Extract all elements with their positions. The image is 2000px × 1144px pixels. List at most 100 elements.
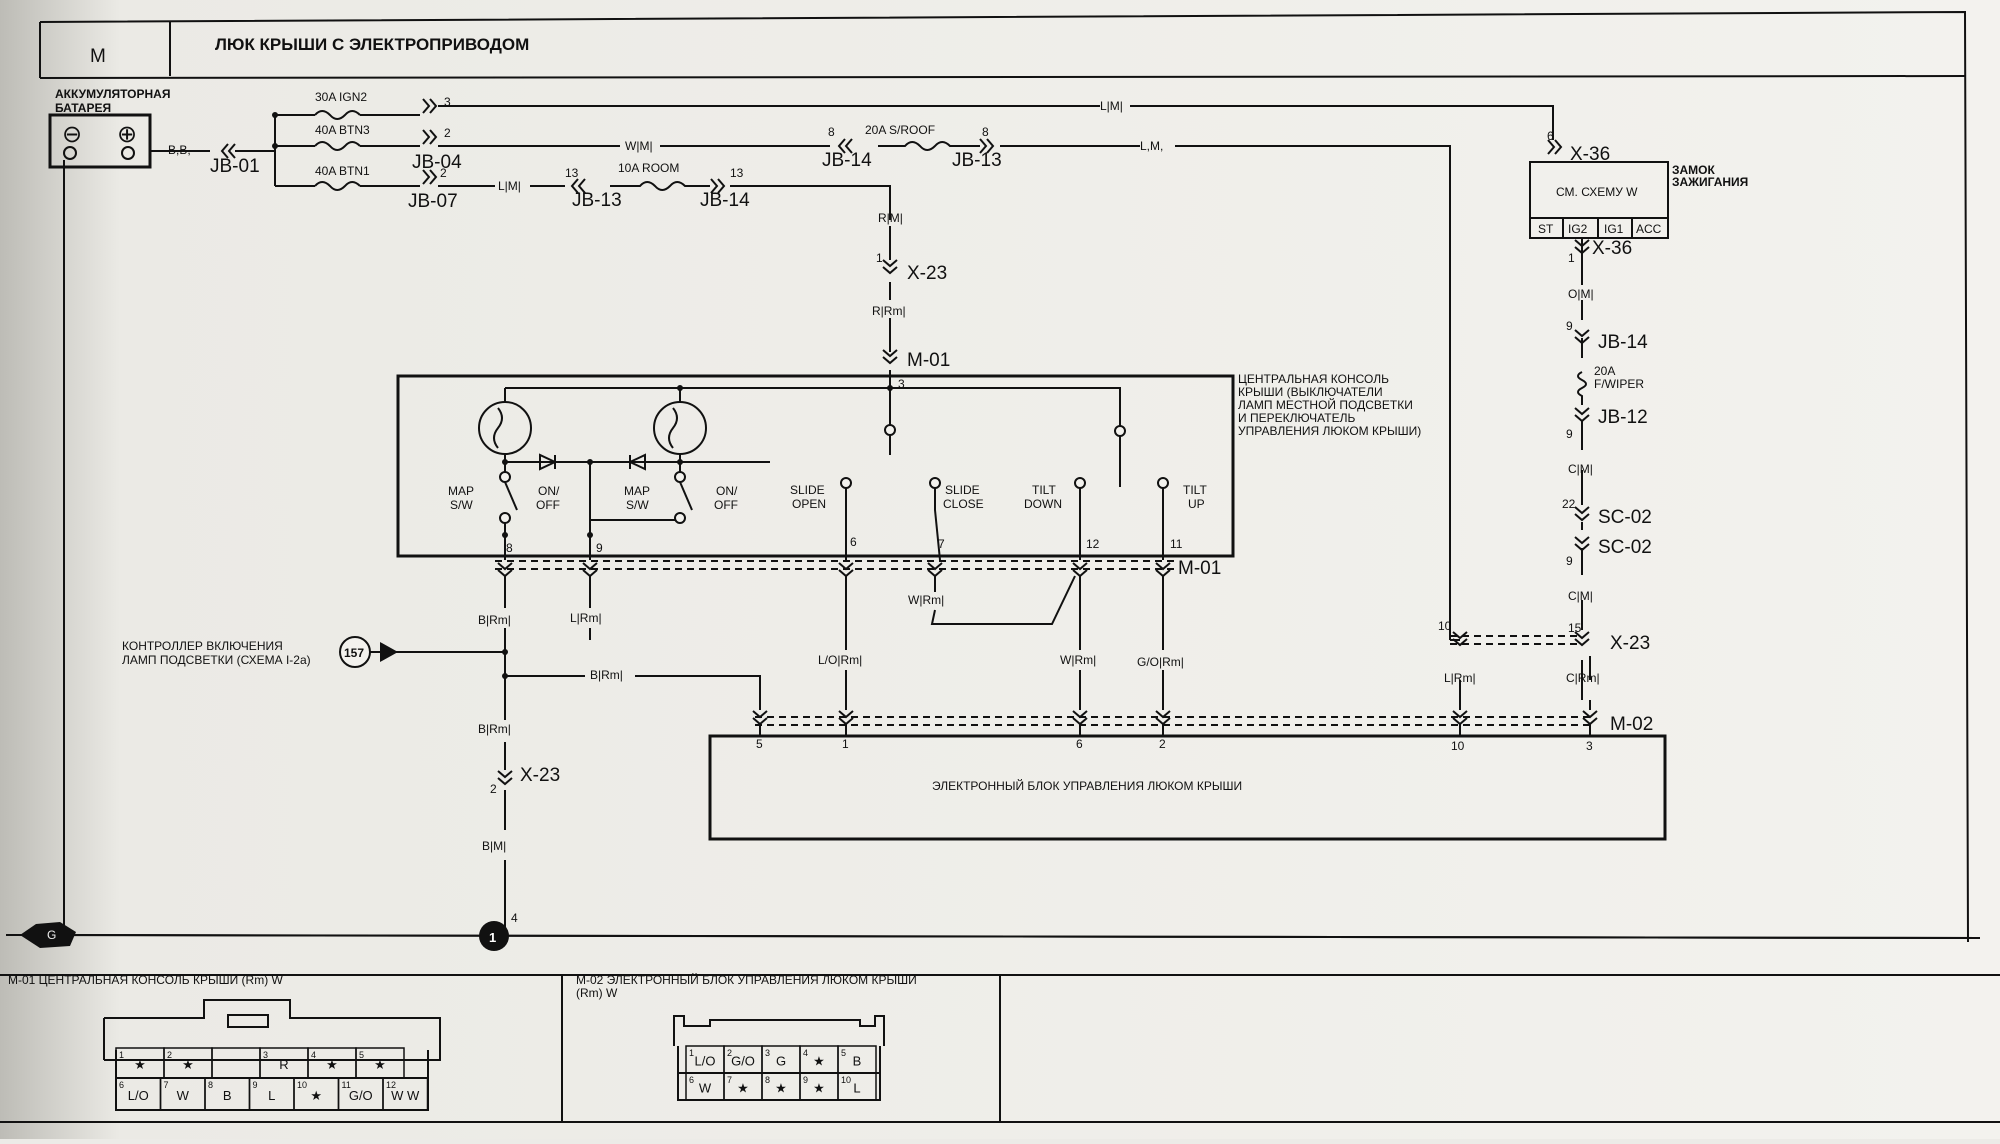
wire-label-bm: B|M| bbox=[482, 839, 506, 853]
m01-bot-pin-color: G/O bbox=[349, 1088, 373, 1103]
m01-bot-pin-color: L bbox=[268, 1088, 275, 1103]
fuse-20a-sroof: 20A S/ROOF bbox=[865, 123, 935, 137]
m02-bot-pin-color: W bbox=[699, 1081, 712, 1096]
m02-bot-pin-color: ★ bbox=[737, 1081, 749, 1096]
svg-text:КРЫШИ (ВЫКЛЮЧАТЕЛИ: КРЫШИ (ВЫКЛЮЧАТЕЛИ bbox=[1238, 385, 1383, 399]
svg-text:OFF: OFF bbox=[714, 498, 738, 512]
m02-bot-pin-color: ★ bbox=[813, 1081, 825, 1096]
switch-on-off-2: ON/ bbox=[716, 484, 738, 498]
wire-label-lm-left: L|M| bbox=[498, 179, 521, 193]
battery-label-2: БАТАРЕЯ bbox=[55, 101, 111, 115]
m02-bot-cell bbox=[837, 1072, 877, 1101]
m01-top-pin-color: ★ bbox=[182, 1057, 194, 1072]
svg-text:1: 1 bbox=[1568, 251, 1575, 265]
battery-symbol bbox=[48, 113, 152, 169]
connector-jb01: JB-01 bbox=[210, 156, 260, 177]
wire-label-rrm: R|Rm| bbox=[872, 304, 906, 318]
m02-top-pin-number: 1 bbox=[689, 1048, 694, 1058]
svg-text:8: 8 bbox=[506, 541, 513, 555]
wire-label-om: O|M| bbox=[1568, 287, 1594, 301]
m02-top-pin-color: G bbox=[776, 1054, 786, 1069]
m01-top-pin-color: R bbox=[279, 1057, 288, 1072]
wire-label-cm-2: C|M| bbox=[1568, 589, 1593, 603]
wire-label-wrm-2: W|Rm| bbox=[1060, 653, 1096, 667]
m01-bot-pin-color: W W bbox=[391, 1088, 420, 1103]
m01-bot-pin-color: ★ bbox=[310, 1088, 322, 1103]
svg-text:1: 1 bbox=[876, 251, 883, 265]
ignition-label: ЗАМОК bbox=[1672, 163, 1716, 177]
connector-jb13: JB-13 bbox=[952, 150, 1002, 171]
m02-top-pin-number: 3 bbox=[765, 1048, 770, 1058]
connector-jb14-right: JB-14 bbox=[1598, 332, 1648, 353]
ground-label-g: G bbox=[47, 928, 56, 942]
m02-top-pin-color: B bbox=[853, 1054, 862, 1069]
m01-top-pin-color: ★ bbox=[326, 1057, 338, 1072]
ground-symbol-icon bbox=[20, 922, 76, 948]
svg-text:S/W: S/W bbox=[626, 498, 649, 512]
switch-tilt-down: TILT bbox=[1032, 483, 1056, 497]
connector-x23: X-23 bbox=[907, 263, 947, 284]
wire-label-lrm-right: L|Rm| bbox=[1444, 671, 1476, 685]
wire-label-lm-top: L|M| bbox=[1100, 99, 1123, 113]
m01-bot-pin-number: 10 bbox=[297, 1080, 307, 1090]
wire-label-lrm: L|Rm| bbox=[570, 611, 602, 625]
connector-x36-bottom: X-36 bbox=[1592, 238, 1632, 259]
m02-bot-pin-number: 6 bbox=[689, 1075, 694, 1085]
term-acc: ACC bbox=[1636, 222, 1662, 236]
connector-jb14-room: JB-14 bbox=[700, 190, 750, 211]
wire-label-brm-2: B|Rm| bbox=[590, 668, 623, 682]
svg-text:9: 9 bbox=[1566, 427, 1573, 441]
svg-text:9: 9 bbox=[596, 541, 603, 555]
m02-top-pin-color: L/O bbox=[695, 1054, 716, 1069]
svg-text:9: 9 bbox=[1566, 319, 1573, 333]
svg-text:6: 6 bbox=[1076, 737, 1083, 751]
svg-text:8: 8 bbox=[982, 125, 989, 139]
m01-bot-pin-number: 11 bbox=[342, 1080, 351, 1090]
controller-label: КОНТРОЛЛЕР ВКЛЮЧЕНИЯ bbox=[122, 639, 283, 653]
switch-slide-close: SLIDE bbox=[945, 483, 980, 497]
wire-label-brm-1: B|Rm| bbox=[478, 613, 511, 627]
connector-x23-right: X-23 bbox=[1610, 633, 1650, 654]
m02-bot-pin-color: ★ bbox=[775, 1081, 787, 1096]
svg-text:1: 1 bbox=[489, 930, 496, 945]
svg-text:6: 6 bbox=[850, 535, 857, 549]
svg-text:15: 15 bbox=[1568, 621, 1582, 635]
m01-bot-pin-number: 9 bbox=[253, 1080, 258, 1090]
m01-top-pin-number: 2 bbox=[167, 1050, 172, 1060]
m01-connector-title: M-01 ЦЕНТРАЛЬНАЯ КОНСОЛЬ КРЫШИ (Rm) W bbox=[8, 973, 284, 987]
connector-m02: M-02 bbox=[1610, 714, 1653, 735]
connector-jb07: JB-07 bbox=[408, 191, 458, 212]
ignition-inner-label: СМ. СХЕМУ W bbox=[1556, 185, 1638, 199]
ecu-label: ЭЛЕКТРОННЫЙ БЛОК УПРАВЛЕНИЯ ЛЮКОМ КРЫШИ bbox=[932, 778, 1242, 793]
svg-text:10: 10 bbox=[1451, 739, 1465, 753]
svg-text:(Rm) W: (Rm) W bbox=[576, 986, 618, 1000]
svg-text:22: 22 bbox=[1562, 497, 1576, 511]
svg-text:2: 2 bbox=[440, 166, 447, 180]
m02-top-pin-number: 5 bbox=[841, 1048, 846, 1058]
svg-text:2: 2 bbox=[444, 126, 451, 140]
m01-bot-pin-color: B bbox=[223, 1088, 232, 1103]
switch-map-sw-1: MAP bbox=[448, 484, 474, 498]
m02-top-pin-color: ★ bbox=[813, 1054, 825, 1069]
m02-bot-pin-color: L bbox=[853, 1081, 860, 1096]
m01-bot-pin-color: L/O bbox=[128, 1088, 149, 1103]
svg-text:3: 3 bbox=[1586, 739, 1593, 753]
m01-bot-pin-number: 8 bbox=[208, 1080, 213, 1090]
connector-jb12: JB-12 bbox=[1598, 407, 1648, 428]
controller-ref-157: 157 bbox=[344, 646, 364, 660]
wire-label-brm-3: B|Rm| bbox=[478, 722, 511, 736]
m02-bot-pin-number: 9 bbox=[803, 1075, 808, 1085]
svg-text:6: 6 bbox=[1547, 129, 1554, 143]
svg-text:13: 13 bbox=[730, 166, 744, 180]
svg-text:13: 13 bbox=[565, 166, 579, 180]
term-ig2: IG2 bbox=[1568, 222, 1588, 236]
wire-label-gorm: G/O|Rm| bbox=[1137, 655, 1184, 669]
svg-text:OPEN: OPEN bbox=[792, 497, 826, 511]
svg-text:И ПЕРЕКЛЮЧАТЕЛЬ: И ПЕРЕКЛЮЧАТЕЛЬ bbox=[1238, 411, 1355, 425]
m01-top-pin-number: 3 bbox=[263, 1050, 268, 1060]
m02-top-pin-color: G/O bbox=[731, 1054, 755, 1069]
ground-point-1 bbox=[479, 921, 509, 951]
switch-tilt-up: TILT bbox=[1183, 483, 1207, 497]
